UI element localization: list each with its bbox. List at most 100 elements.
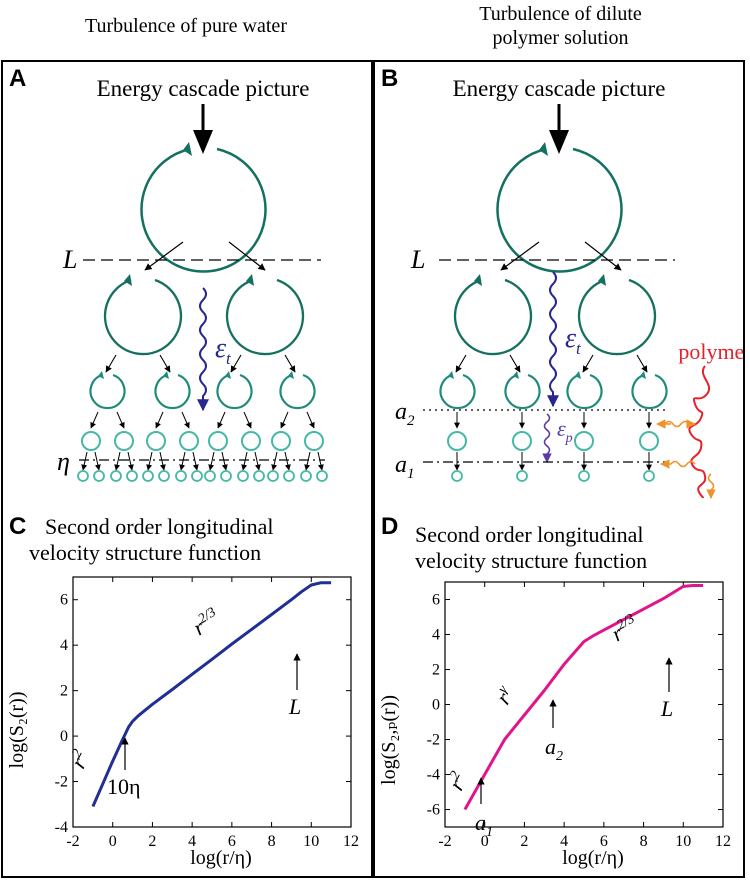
x-tick-label: 4 bbox=[188, 833, 196, 850]
ann-c-L: L bbox=[288, 694, 301, 719]
a2-label-b: a2 bbox=[395, 399, 415, 429]
L-label-b: L bbox=[410, 245, 425, 274]
small-eddy bbox=[279, 371, 316, 410]
x-tick-label: 12 bbox=[715, 833, 731, 850]
panel-right: B Energy cascade picture L εt a2 εp bbox=[373, 60, 745, 878]
header-polymer-line1: Turbulence of dilute bbox=[479, 3, 642, 25]
input-arrow-head-b bbox=[549, 130, 569, 154]
ann-d-r2: r2 bbox=[443, 769, 472, 794]
input-arrow-head-a bbox=[193, 130, 213, 154]
plot-frame bbox=[444, 581, 724, 828]
panel-c-title-line2: velocity structure function bbox=[29, 540, 261, 565]
cascade-arrow bbox=[584, 241, 622, 271]
large-eddy-a bbox=[140, 142, 267, 273]
cascade-arrow bbox=[159, 354, 171, 373]
tiny-eddies-row bbox=[81, 431, 324, 451]
small-eddy bbox=[154, 371, 191, 410]
plot-frame bbox=[72, 576, 352, 828]
a1-label-b: a1 bbox=[395, 452, 415, 482]
panel-b-label: B bbox=[381, 65, 398, 92]
ann-c-10eta: 10η bbox=[107, 774, 141, 799]
small-eddy bbox=[566, 371, 603, 410]
eps-p-label: εp bbox=[557, 416, 573, 446]
cascade-arrow bbox=[243, 411, 252, 429]
header-pure-water-text: Turbulence of pure water bbox=[85, 15, 287, 37]
cascade-arrow bbox=[284, 354, 296, 373]
dissipation-circles-a bbox=[77, 470, 328, 482]
cascade-arrow bbox=[181, 411, 190, 429]
tiny-eddies-row-b bbox=[447, 431, 659, 451]
y-tick-label: -2 bbox=[55, 774, 68, 791]
y-tick-label: 4 bbox=[60, 637, 68, 654]
x-tick-label: 4 bbox=[560, 833, 568, 850]
panel-d-title-line2: velocity structure function bbox=[415, 548, 647, 573]
dissipation-arrows-a bbox=[81, 451, 324, 471]
polymer-label: polymer bbox=[678, 339, 743, 364]
x-tick-label: 8 bbox=[640, 833, 648, 850]
panel-b-title: Energy cascade picture bbox=[453, 76, 666, 101]
y-tick-label: 6 bbox=[432, 592, 440, 609]
cascade-arrow bbox=[90, 411, 99, 429]
header-polymer-solution: Turbulence of dilute polymer solution bbox=[373, 2, 748, 50]
y-tick-label: -4 bbox=[55, 819, 68, 836]
eps-t-label-a: εt bbox=[215, 333, 232, 368]
header-pure-water: Turbulence of pure water bbox=[0, 14, 372, 38]
y-tick-label: -4 bbox=[427, 767, 440, 784]
cascade-arrow bbox=[306, 411, 315, 429]
y-tick-label: -2 bbox=[427, 732, 440, 749]
y-tick-label: 0 bbox=[60, 728, 68, 745]
L-label-a: L bbox=[62, 245, 77, 274]
y-tick-label: 2 bbox=[432, 662, 440, 679]
b-arrows-to-dissipation bbox=[454, 452, 652, 471]
medium-eddy-b2 bbox=[577, 274, 657, 356]
orange-arrow-down bbox=[706, 473, 716, 499]
ann-d-r23: r2/3 bbox=[607, 611, 642, 646]
medium-eddy-a1 bbox=[103, 274, 183, 356]
header-polymer-line2: polymer solution bbox=[492, 27, 629, 49]
chart-d-ylabel: log(S₂,ₚ(r)) bbox=[378, 695, 400, 785]
cascade-arrow bbox=[280, 411, 289, 429]
x-tick-label: -2 bbox=[66, 833, 79, 850]
ann-d-a2: a2 bbox=[545, 734, 563, 764]
dissipation-circles-b bbox=[451, 470, 655, 482]
panel-c-label: C bbox=[9, 513, 26, 540]
chart-c-xlabel: log(r/η) bbox=[190, 847, 252, 869]
x-tick-label: 2 bbox=[520, 833, 528, 850]
panel-left-svg: A Energy cascade picture L εt bbox=[6, 65, 359, 869]
ann-c-r2: r2 bbox=[65, 747, 94, 772]
panel-a-label: A bbox=[9, 65, 26, 92]
ann-d-rg: rγ bbox=[491, 683, 520, 709]
cascade-arrow bbox=[155, 411, 164, 429]
x-tick-label: 10 bbox=[675, 833, 691, 850]
chart-d-xlabel: log(r/η) bbox=[562, 847, 624, 869]
small-eddy bbox=[504, 371, 541, 410]
panel-c-title-line1: Second order longitudinal bbox=[45, 514, 274, 539]
chart-c-ylabel: log(S₂(r)) bbox=[6, 692, 28, 769]
x-tick-label: 6 bbox=[228, 833, 236, 850]
eps-t-label-b: εt bbox=[565, 323, 582, 358]
cascade-arrow bbox=[230, 354, 242, 373]
medium-eddy-a2 bbox=[225, 274, 305, 356]
x-tick-label: 2 bbox=[148, 833, 156, 850]
x-tick-label: 8 bbox=[268, 833, 276, 850]
large-eddy-b bbox=[496, 142, 623, 273]
b-arrows-to-tiny bbox=[454, 412, 652, 429]
ann-c-r23: r2/3 bbox=[188, 605, 224, 640]
x-tick-label: -2 bbox=[438, 833, 451, 850]
energy-flux-arrow-a bbox=[197, 287, 209, 412]
y-tick-label: 2 bbox=[60, 683, 68, 700]
small-eddy bbox=[631, 371, 668, 410]
eta-label-a: η bbox=[57, 447, 70, 476]
polymer-chain bbox=[688, 365, 710, 499]
panel-left: A Energy cascade picture L εt bbox=[1, 60, 373, 878]
ann-d-L: L bbox=[660, 696, 673, 721]
energy-flux-polymer bbox=[542, 413, 552, 463]
cascade-arrow bbox=[500, 241, 540, 271]
cascade-arrow bbox=[509, 354, 521, 373]
orange-arrow-from-polymer bbox=[660, 459, 696, 469]
y-tick-label: 4 bbox=[432, 627, 440, 644]
cascade-arrow bbox=[228, 241, 266, 271]
panel-a-title: Energy cascade picture bbox=[97, 76, 310, 101]
small-eddy bbox=[216, 371, 253, 410]
cascade-arrow bbox=[636, 354, 648, 373]
